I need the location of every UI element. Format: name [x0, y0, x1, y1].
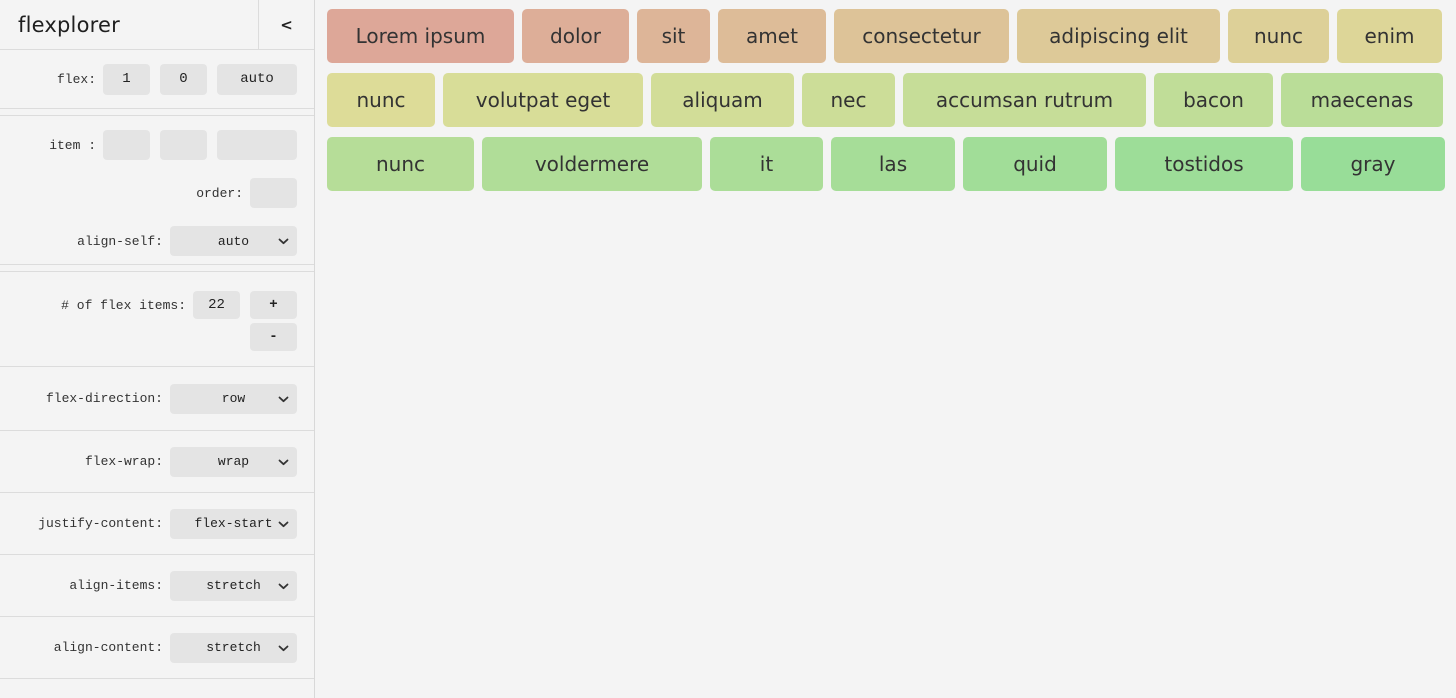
flex-item: aliquam — [651, 73, 794, 127]
align-content-label: align-content: — [53, 640, 163, 655]
flex-direction-section: flex-direction: row — [0, 367, 314, 431]
align-self-select[interactable]: auto — [170, 226, 297, 256]
app-title: flexplorer — [18, 12, 120, 37]
chevron-down-icon — [278, 396, 289, 402]
flex-item: bacon — [1154, 73, 1273, 127]
sidebar-header: flexplorer < — [0, 0, 314, 50]
flex-direction-select[interactable]: row — [170, 383, 297, 414]
flex-item: maecenas — [1281, 73, 1443, 127]
item-flex-basis-input[interactable] — [217, 130, 297, 160]
flex-wrap-value: wrap — [217, 454, 250, 469]
chevron-down-icon — [278, 521, 289, 527]
align-items-label: align-items: — [69, 578, 163, 593]
item-flex-grow-input[interactable] — [103, 130, 150, 160]
flex-item: amet — [718, 9, 826, 63]
flex-item: Lorem ipsum — [327, 9, 514, 63]
order-label: order: — [196, 185, 243, 201]
flex-item: tostidos — [1115, 137, 1293, 191]
sidebar: flexplorer < flex: item : order: — [0, 0, 315, 698]
flex-item: nunc — [327, 73, 435, 127]
flex-item-count-input[interactable] — [193, 291, 240, 319]
flex-item: adipiscing elit — [1017, 9, 1220, 63]
flex-grow-input[interactable] — [103, 63, 150, 95]
flex-shrink-input[interactable] — [160, 63, 207, 95]
chevron-down-icon — [278, 459, 289, 465]
chevron-down-icon — [278, 645, 289, 651]
flex-item: it — [710, 137, 823, 191]
flex-item: nunc — [327, 137, 474, 191]
chevron-down-icon — [278, 583, 289, 589]
add-item-button[interactable]: + — [250, 291, 297, 319]
flex-item: nec — [802, 73, 895, 127]
align-self-label: align-self: — [77, 233, 163, 249]
align-items-section: align-items: stretch — [0, 555, 314, 617]
flex-label: flex: — [56, 71, 96, 87]
align-items-select[interactable]: stretch — [170, 570, 297, 601]
flex-item: dolor — [522, 9, 629, 63]
item-label: item : — [49, 137, 96, 153]
align-content-select[interactable]: stretch — [170, 632, 297, 663]
flex-item: sit — [637, 9, 710, 63]
flex-item: quid — [963, 137, 1107, 191]
flex-item: gray — [1301, 137, 1445, 191]
remove-item-button[interactable]: - — [250, 323, 297, 351]
item-count-section: # of flex items: + - — [0, 272, 314, 367]
collapse-sidebar-button[interactable]: < — [258, 0, 314, 49]
flex-item: consectetur — [834, 9, 1009, 63]
flex-item: enim — [1337, 9, 1442, 63]
justify-content-section: justify-content: flex-start — [0, 493, 314, 555]
justify-content-value: flex-start — [194, 516, 273, 531]
flex-direction-label: flex-direction: — [45, 391, 163, 406]
flex-item: las — [831, 137, 955, 191]
align-content-value: stretch — [206, 640, 261, 655]
section-gap — [0, 109, 314, 116]
flex-item: accumsan rutrum — [903, 73, 1146, 127]
align-content-section: align-content: stretch — [0, 617, 314, 679]
order-input[interactable] — [250, 178, 297, 208]
align-items-value: stretch — [206, 578, 261, 593]
justify-content-select[interactable]: flex-start — [170, 508, 297, 539]
flex-item: voldermere — [482, 137, 702, 191]
flex-item: volutpat eget — [443, 73, 643, 127]
chevron-down-icon — [278, 238, 289, 245]
flex-direction-value: row — [221, 391, 246, 406]
flex-wrap-section: flex-wrap: wrap — [0, 431, 314, 493]
flex-basis-input[interactable] — [217, 63, 297, 95]
flex-wrap-select[interactable]: wrap — [170, 446, 297, 477]
flex-item: nunc — [1228, 9, 1329, 63]
align-self-value: auto — [217, 233, 250, 249]
item-flex-shrink-input[interactable] — [160, 130, 207, 160]
flex-shorthand-section: flex: — [0, 50, 314, 109]
flex-wrap-label: flex-wrap: — [84, 454, 163, 469]
justify-content-label: justify-content: — [38, 516, 163, 531]
item-settings-section: item : order: align-self: auto — [0, 116, 314, 265]
flex-item-count-label: # of flex items: — [61, 297, 186, 313]
chevron-left-icon: < — [280, 15, 293, 34]
section-gap — [0, 265, 314, 272]
